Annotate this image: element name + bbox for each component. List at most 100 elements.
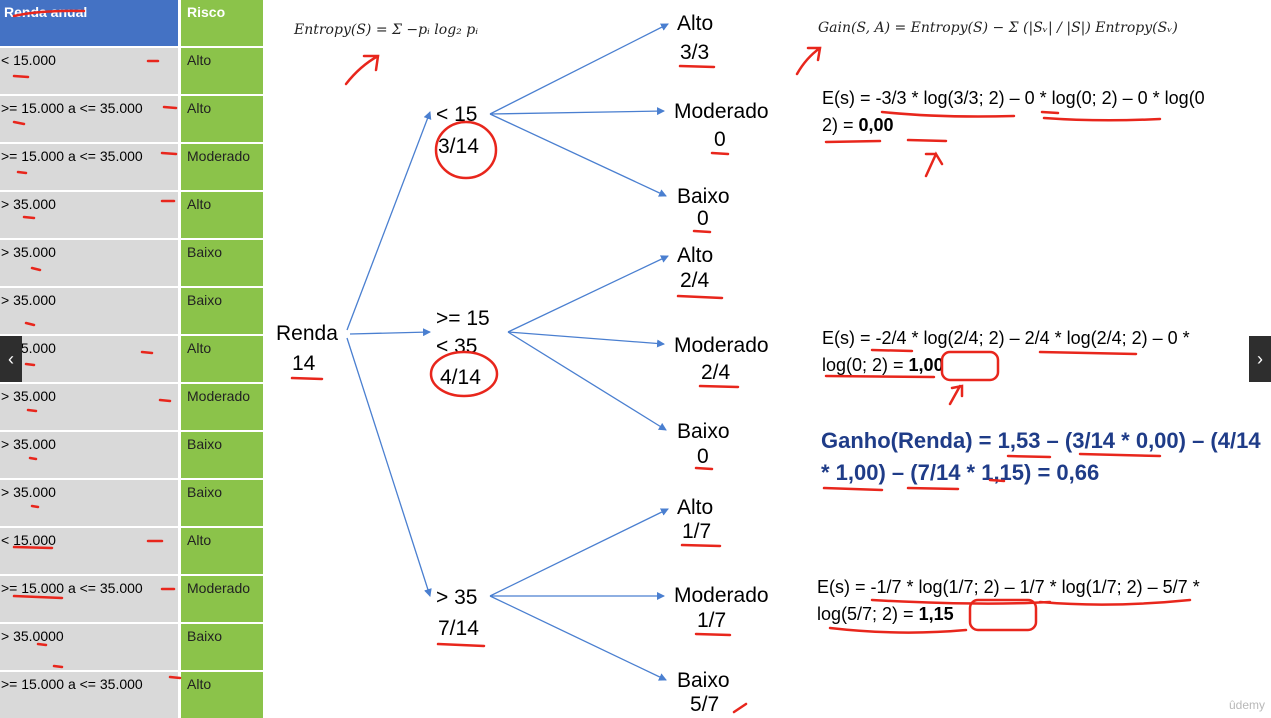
risco-cell: Alto xyxy=(181,336,263,382)
leaf-count: 2/4 xyxy=(680,269,710,292)
leaf-label: Alto xyxy=(677,12,714,35)
leaf-label: Baixo xyxy=(677,420,730,443)
leaf-label: Baixo xyxy=(677,185,730,208)
leaf-label: Moderado xyxy=(674,334,769,357)
leaf-count: 0 xyxy=(697,207,709,230)
edge-root-branch-2 xyxy=(349,328,431,337)
entropy-calc-branch-2: E(s) = -2/4 * log(2/4; 2) – 2/4 * log(2/… xyxy=(822,325,1207,379)
risco-cell: Baixo xyxy=(181,624,263,670)
entropy-formula: Entropy(S) = Σ −pᵢ log₂ pᵢ xyxy=(294,22,479,38)
risco-cell: Alto xyxy=(181,192,263,238)
calc-result: 1,15 xyxy=(918,604,954,624)
udemy-watermark: ûdemy xyxy=(1228,698,1265,712)
branch-count: 7/14 xyxy=(438,617,479,640)
calc-expression: E(s) = -1/7 * log(1/7; 2) – 1/7 * log(1/… xyxy=(817,577,1200,624)
renda-cell: >= 15.000 a <= 35.000 xyxy=(0,576,178,622)
leaf-label: Baixo xyxy=(677,669,730,692)
table-header: Renda anual Risco xyxy=(0,0,263,46)
renda-cell: > 35.000 xyxy=(0,432,178,478)
leaf-count: 0 xyxy=(697,445,709,468)
renda-cell: > 35.000 xyxy=(0,288,178,334)
renda-cell: > 35.000 xyxy=(0,480,178,526)
leaf-count: 3/3 xyxy=(680,41,710,64)
risco-cell: Alto xyxy=(181,48,263,94)
risco-cell: Moderado xyxy=(181,576,263,622)
edge-root-branch-3 xyxy=(346,337,432,597)
leaf-count: 1/7 xyxy=(697,609,727,632)
risco-cell: Baixo xyxy=(181,240,263,286)
edge-branch-3-baixo xyxy=(489,595,667,681)
tree-edges xyxy=(346,23,669,681)
edge-branch-2-baixo xyxy=(507,331,667,431)
leaf-label: Alto xyxy=(677,496,714,519)
branch-count: 3/14 xyxy=(438,135,479,158)
branch-label: >= 15 xyxy=(436,307,490,330)
prev-slide-button[interactable]: ‹ xyxy=(0,336,22,382)
renda-cell: > 35.000 xyxy=(0,384,178,430)
leaf-count: 2/4 xyxy=(701,361,731,384)
next-slide-button[interactable]: › xyxy=(1249,336,1271,382)
edge-branch-1-baixo xyxy=(489,113,667,197)
edge-branch-1-moderado xyxy=(489,107,665,116)
calc-result: 0,00 xyxy=(858,115,894,135)
risco-cell: Alto xyxy=(181,672,263,718)
risco-cell: Alto xyxy=(181,528,263,574)
renda-cell: < 15.000 xyxy=(0,336,178,382)
renda-cell: > 35.0000 xyxy=(0,624,178,670)
branch-label: > 35 xyxy=(436,586,478,609)
renda-cell: >= 15.000 a <= 35.000 xyxy=(0,144,178,190)
branch-count: 4/14 xyxy=(440,366,481,389)
risco-cell: Moderado xyxy=(181,144,263,190)
risco-cell: Baixo xyxy=(181,288,263,334)
risco-cell: Moderado xyxy=(181,384,263,430)
root-label: Renda xyxy=(276,322,338,345)
leaf-label: Alto xyxy=(677,244,714,267)
renda-cell: < 15.000 xyxy=(0,528,178,574)
renda-cell: > 35.000 xyxy=(0,240,178,286)
renda-cell: > 35.000 xyxy=(0,192,178,238)
edge-branch-2-alto xyxy=(507,255,669,333)
risco-cell: Alto xyxy=(181,96,263,142)
calc-expression: E(s) = -3/3 * log(3/3; 2) – 0 * log(0; 2… xyxy=(822,88,1205,135)
risco-cell: Baixo xyxy=(181,480,263,526)
branch-label: < 15 xyxy=(436,103,478,126)
leaf-count: 0 xyxy=(714,128,726,151)
leaf-count: 5/7 xyxy=(690,693,720,716)
leaf-count: 1/7 xyxy=(682,520,712,543)
risco-cell: Baixo xyxy=(181,432,263,478)
entropy-calc-branch-3: E(s) = -1/7 * log(1/7; 2) – 1/7 * log(1/… xyxy=(817,574,1202,628)
entropy-calc-branch-1: E(s) = -3/3 * log(3/3; 2) – 0 * log(0; 2… xyxy=(822,85,1212,139)
header-risco: Risco xyxy=(181,0,263,46)
root-count: 14 xyxy=(292,352,316,375)
leaf-label: Moderado xyxy=(674,584,769,607)
calc-result: 1,00 xyxy=(908,355,944,375)
branch-label-2: < 35 xyxy=(436,335,478,358)
edge-branch-3-alto xyxy=(489,508,669,597)
information-gain-result: Ganho(Renda) = 1,53 – (3/14 * 0,00) – (4… xyxy=(821,428,1261,485)
calc-expression: E(s) = -2/4 * log(2/4; 2) – 2/4 * log(2/… xyxy=(822,328,1190,375)
leaf-label: Moderado xyxy=(674,100,769,123)
renda-cell: >= 15.000 a <= 35.000 xyxy=(0,96,178,142)
edge-root-branch-1 xyxy=(346,111,432,331)
edge-branch-1-alto xyxy=(489,23,669,115)
gain-formula: Gain(S, A) = Entropy(S) − Σ (|Sᵥ| / |S|)… xyxy=(818,20,1178,36)
header-renda-anual: Renda anual xyxy=(0,0,178,46)
renda-cell: >= 15.000 a <= 35.000 xyxy=(0,672,178,718)
renda-cell: < 15.000 xyxy=(0,48,178,94)
edge-branch-2-moderado xyxy=(507,331,665,348)
